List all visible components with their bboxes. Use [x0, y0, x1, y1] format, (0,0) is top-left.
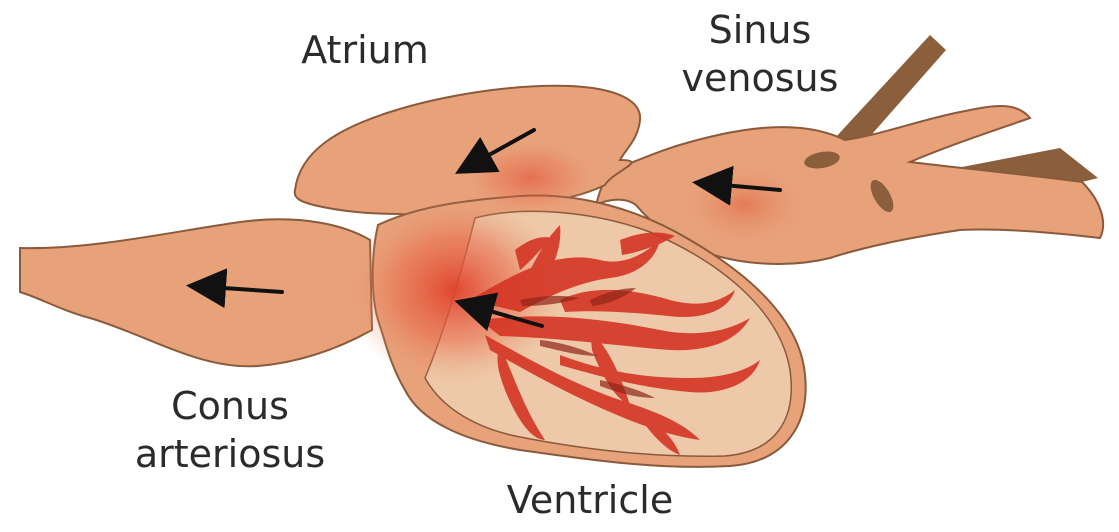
- ventricle-label: Ventricle: [480, 476, 700, 524]
- atrium-label-text: Atrium: [301, 28, 429, 72]
- conus-label-line2: arteriosus: [110, 430, 350, 478]
- conus-arteriosus-label: Conus arteriosus: [110, 382, 350, 478]
- sinus-venosus-label: Sinus venosus: [640, 6, 880, 102]
- conus-label-line1: Conus: [110, 382, 350, 430]
- sinus-label-line2: venosus: [640, 54, 880, 102]
- conus-arteriosus-shape: [20, 219, 372, 366]
- ventricle-label-text: Ventricle: [507, 478, 673, 522]
- atrium-glow: [460, 138, 600, 218]
- atrium-label: Atrium: [270, 26, 460, 74]
- sinus-label-line1: Sinus: [640, 6, 880, 54]
